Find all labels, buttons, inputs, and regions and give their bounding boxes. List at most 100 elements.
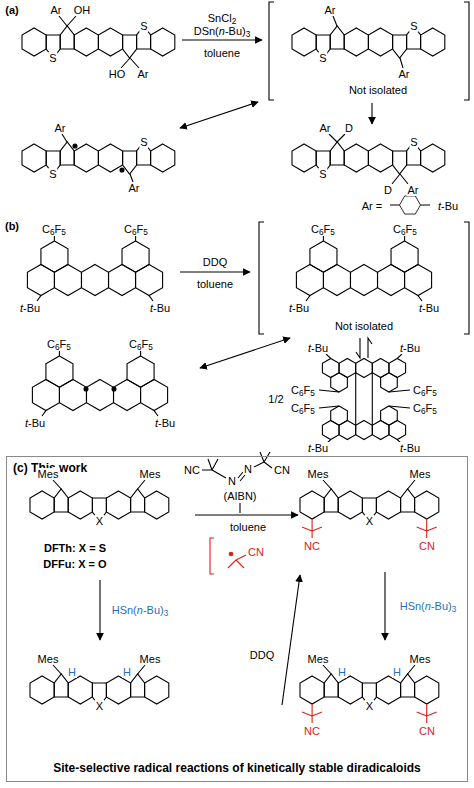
chem-label: Mes bbox=[139, 653, 162, 665]
chem-label: Ar bbox=[397, 68, 410, 80]
chem-label: CN bbox=[247, 546, 265, 558]
chem-label: Mes bbox=[409, 468, 432, 480]
chem-label: t-Bu bbox=[418, 302, 440, 314]
italic-prefix: t bbox=[150, 302, 153, 314]
radical-dot bbox=[84, 387, 88, 391]
chem-label: N bbox=[227, 475, 237, 487]
chem-label: Mes bbox=[307, 653, 330, 665]
chem-label: t-Bu bbox=[19, 302, 41, 314]
bond-line bbox=[269, 2, 469, 100]
chem-label: Ar bbox=[406, 184, 419, 196]
bond-line bbox=[62, 134, 133, 182]
chem-label: Mes bbox=[409, 653, 432, 665]
subscript: 3 bbox=[452, 605, 457, 614]
ring-shape bbox=[400, 196, 421, 214]
chem-label: DFFu: X = O bbox=[42, 558, 107, 570]
bond-line bbox=[306, 236, 422, 301]
bond-line bbox=[210, 538, 246, 574]
chem-label: (b) bbox=[4, 220, 20, 232]
panel-c-art bbox=[30, 452, 439, 723]
bond-line bbox=[282, 575, 300, 705]
chem-label: C6F5 bbox=[290, 402, 316, 414]
chem-label: C6F5 bbox=[128, 338, 154, 350]
chem-label: S bbox=[139, 136, 148, 148]
chem-label: HSn(n-Bu)3 bbox=[399, 600, 458, 612]
subscript: 6 bbox=[421, 389, 426, 398]
chem-label: CN bbox=[418, 540, 436, 552]
chem-label: X bbox=[95, 700, 104, 712]
chem-label: NC bbox=[303, 540, 321, 552]
bond-line bbox=[239, 503, 240, 513]
chem-label: t-Bu bbox=[399, 442, 421, 454]
chem-label: Mes bbox=[37, 653, 60, 665]
chem-label: C6F5 bbox=[412, 384, 438, 396]
panel-box: (c) This workSite-selective radical reac… bbox=[6, 456, 468, 782]
ring-shape bbox=[322, 406, 405, 440]
italic-prefix: t bbox=[155, 417, 158, 429]
chem-label: Mes bbox=[37, 468, 60, 480]
panel-caption: Site-selective radical reactions of kine… bbox=[53, 761, 421, 775]
chem-label: NC bbox=[183, 464, 201, 476]
chem-label: S bbox=[409, 20, 418, 32]
chem-label: S bbox=[48, 52, 57, 64]
ring-shape bbox=[296, 241, 431, 296]
chem-label: DDQ bbox=[249, 649, 275, 661]
chem-label: Not isolated bbox=[348, 84, 408, 96]
subscript: 3 bbox=[246, 30, 251, 39]
chem-label: t-Bu bbox=[288, 302, 310, 314]
chem-label: X bbox=[365, 700, 374, 712]
chem-label: 1/2 bbox=[267, 393, 284, 405]
chem-label: C6F5 bbox=[123, 223, 149, 235]
italic-prefix: t bbox=[20, 302, 23, 314]
chem-label: CN bbox=[418, 725, 436, 737]
italic-prefix: t bbox=[25, 417, 28, 429]
chem-label: (a) bbox=[4, 4, 19, 16]
chem-label: Ar bbox=[49, 4, 62, 16]
chem-label: t-Bu bbox=[154, 417, 176, 429]
chem-label: Ar bbox=[318, 122, 331, 134]
chem-label: D bbox=[383, 184, 393, 196]
subscript: 6 bbox=[132, 228, 137, 237]
italic-prefix: t bbox=[308, 342, 311, 354]
chem-label: HSn(n-Bu)3 bbox=[111, 604, 170, 616]
subscript: 5 bbox=[148, 343, 153, 352]
chem-label: Mes bbox=[307, 468, 330, 480]
chem-label: H bbox=[67, 666, 77, 678]
bond-line bbox=[384, 572, 385, 640]
bond-line bbox=[182, 39, 262, 40]
italic-prefix: t bbox=[419, 302, 422, 314]
subscript: 5 bbox=[330, 228, 335, 237]
ring-shape bbox=[22, 26, 175, 58]
italic-prefix: n bbox=[137, 604, 143, 616]
chem-label: Ar bbox=[53, 122, 66, 134]
chem-label: C6F5 bbox=[290, 384, 316, 396]
subscript: 6 bbox=[299, 407, 304, 416]
bond-line bbox=[326, 354, 402, 444]
bond-line bbox=[99, 580, 100, 640]
radical-dot bbox=[120, 168, 124, 172]
chem-label: toluene bbox=[203, 47, 241, 59]
bond-line bbox=[210, 538, 246, 574]
chem-label: N bbox=[243, 463, 253, 475]
chem-label: S bbox=[409, 136, 418, 148]
chem-label: S bbox=[318, 52, 327, 64]
chem-label: toluene bbox=[196, 278, 234, 290]
chem-label: C6F5 bbox=[392, 223, 418, 235]
chem-label: H bbox=[392, 666, 402, 678]
radical-dot bbox=[112, 387, 116, 391]
chem-label: Mes bbox=[139, 468, 162, 480]
italic-prefix: t bbox=[289, 302, 292, 314]
chem-label: S bbox=[139, 20, 148, 32]
subscript: 6 bbox=[50, 228, 55, 237]
bond-line bbox=[200, 338, 290, 368]
chem-label: Ar bbox=[136, 68, 149, 80]
chem-label: C6F5 bbox=[41, 223, 67, 235]
chem-label: HO bbox=[108, 68, 127, 80]
chem-label: t-Bu bbox=[437, 200, 459, 212]
bond-line bbox=[329, 134, 408, 184]
chem-label: Ar bbox=[127, 182, 140, 194]
ring-shape bbox=[27, 241, 162, 296]
chem-label: t-Bu bbox=[399, 342, 421, 354]
bond-line bbox=[323, 480, 415, 489]
